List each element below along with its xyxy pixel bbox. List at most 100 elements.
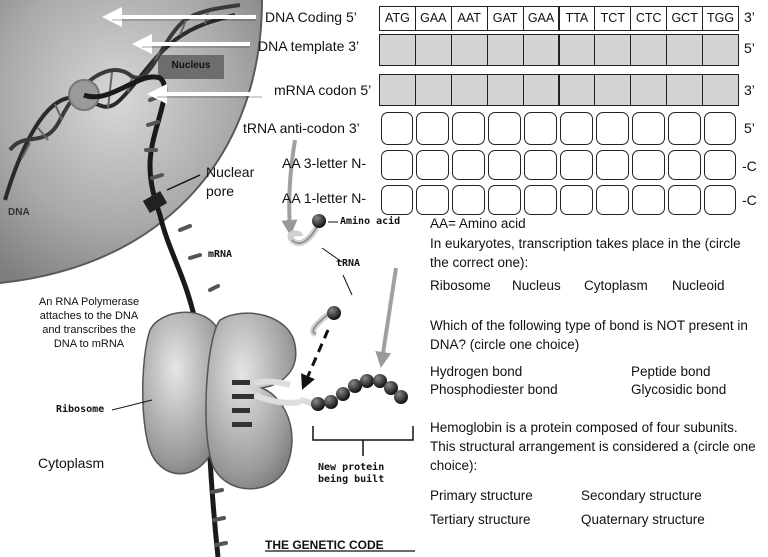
q3-option-primary[interactable]: Primary structure — [430, 488, 533, 503]
end-label-aa3: -C — [742, 158, 757, 174]
cytoplasm-label: Cytoplasm — [38, 455, 105, 471]
aa1-cell-9[interactable] — [667, 185, 701, 215]
dna-template-cell-1[interactable] — [379, 34, 416, 66]
ribosome-label: Ribosome — [56, 404, 105, 415]
question-2: Which of the following type of bond is N… — [430, 318, 748, 352]
dna-template-cell-4[interactable] — [486, 34, 524, 66]
dna-coding-cell-8: CTC — [630, 6, 668, 31]
dna-coding-cell-6: TTA — [558, 6, 596, 31]
q2-option-hydrogen-bond[interactable]: Hydrogen bond — [430, 364, 523, 379]
mrna-codon-cell-10[interactable] — [702, 74, 739, 106]
trna-entry-arrow — [301, 329, 330, 390]
polymerase-note: An RNA Polymerase attaches to the DNA an… — [38, 296, 140, 350]
trna-anticodon-cell-3[interactable] — [452, 112, 486, 145]
nuclear-pore-label: Nuclear pore — [206, 164, 255, 199]
aa3-cell-2[interactable] — [416, 150, 450, 180]
nucleus-label-box — [158, 55, 224, 79]
mrna-codon-cell-4[interactable] — [486, 74, 524, 106]
q2-option-peptide-bond[interactable]: Peptide bond — [631, 364, 711, 379]
trna-anticodon-cell-5[interactable] — [524, 112, 557, 145]
mrna-codon-cell-7[interactable] — [594, 74, 632, 106]
dna-coding-cell-5: GAA — [522, 6, 560, 31]
new-protein-label: New protein being built — [318, 462, 385, 485]
aa1-cell-7[interactable] — [595, 185, 629, 215]
trna-second — [310, 274, 353, 337]
dna-template-cell-7[interactable] — [594, 34, 632, 66]
aa1-cell-10[interactable] — [703, 185, 737, 215]
dna-coding-cell-9: GCT — [666, 6, 704, 31]
q1-option-cytoplasm[interactable]: Cytoplasm — [584, 278, 648, 293]
aa1-cell-6[interactable] — [560, 185, 593, 215]
mrna-codon-cell-5[interactable] — [522, 74, 560, 106]
mrna-codon-cell-2[interactable] — [414, 74, 452, 106]
dna-template-cell-6[interactable] — [558, 34, 596, 66]
trna-anticodon-cell-2[interactable] — [416, 112, 450, 145]
aa1-cell-8[interactable] — [631, 185, 665, 215]
aa3-cell-4[interactable] — [488, 150, 522, 180]
dna-label: DNA — [8, 207, 30, 218]
aa3-cell-3[interactable] — [452, 150, 486, 180]
trna-anticodon-cell-9[interactable] — [667, 112, 701, 145]
q3-option-quaternary[interactable]: Quaternary structure — [581, 512, 705, 527]
end-label-aa1: -C — [742, 192, 757, 208]
aa3-cell-8[interactable] — [631, 150, 665, 180]
q1-option-nucleus[interactable]: Nucleus — [512, 278, 561, 293]
trna-anticodon-cell-6[interactable] — [560, 112, 593, 145]
aa1-cell-4[interactable] — [488, 185, 522, 215]
trna-pointer-arrow — [281, 139, 298, 236]
mrna-codon-cell-1[interactable] — [379, 74, 416, 106]
aa3-cell-10[interactable] — [703, 150, 737, 180]
end-label-mrna: 3’ — [744, 82, 755, 98]
genetic-code-caption: THE GENETIC CODE — [265, 538, 384, 552]
aa3-cell-5[interactable] — [524, 150, 557, 180]
aa3-cell-9[interactable] — [667, 150, 701, 180]
dna-template-cell-2[interactable] — [414, 34, 452, 66]
mrna-codon-cell-8[interactable] — [630, 74, 668, 106]
protein-bracket — [312, 426, 414, 456]
aa1-cell-5[interactable] — [524, 185, 557, 215]
dna-template-cell-10[interactable] — [702, 34, 739, 66]
q1-option-ribosome[interactable]: Ribosome — [430, 278, 491, 293]
row-label-mrna-codon: mRNA codon 5’ — [274, 82, 372, 98]
mrna-codon-cell-3[interactable] — [450, 74, 488, 106]
row-label-dna-coding: DNA Coding 5’ — [265, 9, 357, 25]
aa3-cell-1[interactable] — [380, 150, 414, 180]
end-label-coding: 3’ — [744, 9, 755, 25]
amino-acid-definition: AA= Amino acid — [430, 216, 526, 231]
mrna-codon-cell-6[interactable] — [558, 74, 596, 106]
trna-anticodon-cell-4[interactable] — [488, 112, 522, 145]
aa3-cell-6[interactable] — [560, 150, 593, 180]
aa1-cell-2[interactable] — [416, 185, 450, 215]
dna-template-cell-3[interactable] — [450, 34, 488, 66]
trna-anticodon-cell-8[interactable] — [631, 112, 665, 145]
q2-option-glycosidic-bond[interactable]: Glycosidic bond — [631, 382, 727, 397]
dna-coding-cell-4: GAT — [486, 6, 524, 31]
q2-option-phosphodiester-bond[interactable]: Phosphodiester bond — [430, 382, 558, 397]
aa1-cell-1[interactable] — [380, 185, 414, 215]
mrna-codon-cell-9[interactable] — [666, 74, 704, 106]
amino-acid-label: Amino acid — [340, 216, 401, 227]
dna-coding-cell-2: GAA — [414, 6, 452, 31]
row-pointer-arrows — [102, 7, 262, 104]
trna-anticodon-cell-10[interactable] — [703, 112, 737, 145]
nucleus-label: Nucleus — [171, 60, 211, 71]
q3-option-secondary[interactable]: Secondary structure — [581, 488, 702, 503]
aa3-cell-7[interactable] — [595, 150, 629, 180]
aa1-cell-3[interactable] — [452, 185, 486, 215]
q1-option-nucleoid[interactable]: Nucleoid — [672, 278, 725, 293]
question-3: Hemoglobin is a protein composed of four… — [430, 420, 756, 473]
dna-template-cell-8[interactable] — [630, 34, 668, 66]
trna-label: tRNA — [336, 258, 361, 269]
trna-anticodon-cell-7[interactable] — [595, 112, 629, 145]
protein-pointer-arrow — [375, 267, 398, 368]
dna-template-cell-5[interactable] — [522, 34, 560, 66]
end-label-trna: 5’ — [744, 120, 755, 136]
q3-option-tertiary[interactable]: Tertiary structure — [430, 512, 531, 527]
dna-coding-cell-7: TCT — [594, 6, 632, 31]
row-label-dna-template: DNA template 3’ — [258, 38, 360, 54]
dna-template-cell-9[interactable] — [666, 34, 704, 66]
trna-anticodon-cell-1[interactable] — [380, 112, 414, 145]
nuclear-pore — [142, 174, 201, 214]
end-label-template: 5’ — [744, 40, 755, 56]
